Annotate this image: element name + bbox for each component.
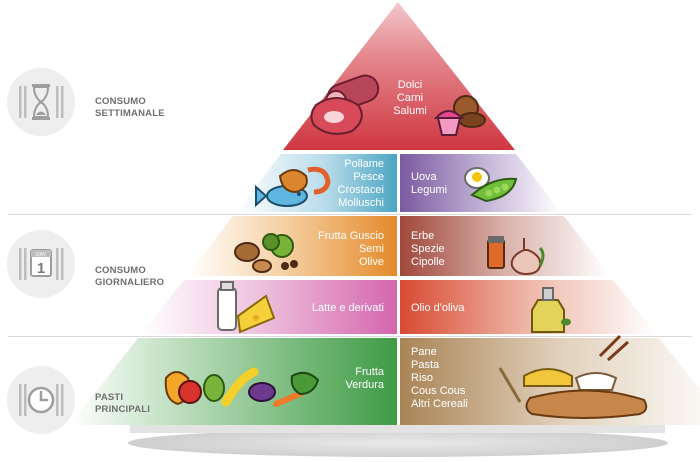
plate-rim xyxy=(130,425,665,433)
nuts-olives-icon xyxy=(234,233,298,273)
olive-oil-icon xyxy=(531,287,571,333)
calendar-day-number: 1 xyxy=(37,260,45,277)
tier-4-left-label: Latte e derivati xyxy=(311,302,384,314)
tier-base-right-label: Pane Pasta Riso Cous Cous Altri Cereali xyxy=(411,346,468,410)
tier-4-right-shape xyxy=(400,280,656,334)
weekly-consumption-label: CONSUMO SETTIMANALE xyxy=(95,96,165,119)
muffin-donut-icon xyxy=(433,95,486,136)
section-separator xyxy=(8,214,692,215)
main-meals-label: PASTI PRINCIPALI xyxy=(95,392,151,415)
fish-chicken-shrimp-icon xyxy=(255,166,331,208)
fruits-vegetables-icon xyxy=(164,367,320,407)
tier-base-left-label: Frutta Verdura xyxy=(345,366,384,391)
hourglass-icon xyxy=(7,68,75,136)
egg-peas-icon xyxy=(464,167,518,203)
calendar-day-text: DAY xyxy=(36,252,47,258)
tier-top-label: Dolci Carni Salumi xyxy=(393,79,427,117)
tier-2-left-label: Pollame Pesce Crostacei Molluschi xyxy=(337,158,384,209)
bread-pasta-rice-icon xyxy=(498,334,648,419)
meat-salami-icon xyxy=(310,74,380,135)
calendar-icon: DAY 1 xyxy=(7,230,75,298)
tier-3-left-label: Frutta Guscio Semi Olive xyxy=(317,230,384,268)
clock-cutlery-icon xyxy=(7,366,75,434)
spices-onion-icon xyxy=(487,236,545,276)
tier-base-left-shape xyxy=(70,338,397,425)
section-separator xyxy=(8,336,692,337)
milk-cheese-icon xyxy=(217,281,276,334)
tier-2-right-label: Uova Legumi xyxy=(411,171,448,196)
daily-consumption-label: CONSUMO GIORNALIERO xyxy=(95,265,165,288)
tier-3-right-label: Erbe Spezie Cipolle xyxy=(411,230,445,268)
plate-base xyxy=(128,429,668,457)
tier-4-right-label: Olio d'oliva xyxy=(411,302,465,314)
